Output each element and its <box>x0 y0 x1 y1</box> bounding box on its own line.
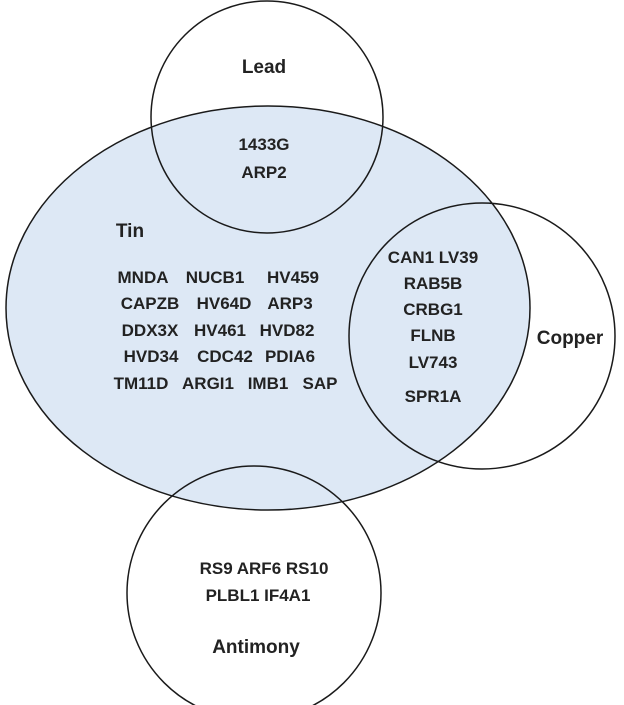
tin-copper-gene-4: FLNB <box>410 326 455 345</box>
tin-copper-gene-2: RAB5B <box>404 274 463 293</box>
copper-set-label: Copper <box>537 328 604 349</box>
antimony-set-label: Antimony <box>212 637 300 658</box>
lead-tin-gene-1: 1433G <box>238 135 289 154</box>
tin-copper-gene-3: CRBG1 <box>403 300 463 319</box>
tin-set-label: Tin <box>116 221 144 242</box>
tin-copper-gene-5: LV743 <box>409 353 458 372</box>
tin-gene: HV64D <box>197 294 252 313</box>
tin-gene: ARP3 <box>267 294 312 313</box>
tin-gene: DDX3X <box>122 321 179 340</box>
tin-gene: MNDA <box>118 268 169 287</box>
lead-set-label: Lead <box>242 57 286 78</box>
tin-gene: HV461 <box>194 321 246 340</box>
copper-set-circle <box>348 202 616 470</box>
tin-gene: CAPZB <box>121 294 180 313</box>
tin-gene: PDIA6 <box>265 347 315 366</box>
tin-gene: HVD82 <box>260 321 315 340</box>
tin-gene: TM11D <box>114 374 169 393</box>
tin-gene: HV459 <box>267 268 319 287</box>
lead-set-circle <box>150 0 384 234</box>
lead-tin-gene-2: ARP2 <box>241 163 286 182</box>
tin-copper-gene-1: CAN1 LV39 <box>388 248 478 267</box>
tin-copper-gene-6: SPR1A <box>405 387 462 406</box>
tin-gene: SAP <box>303 374 338 393</box>
tin-gene: NUCB1 <box>186 268 245 287</box>
antimony-gene-2: PLBL1 IF4A1 <box>206 586 311 605</box>
tin-gene: IMB1 <box>248 374 289 393</box>
tin-gene: CDC42 <box>197 347 253 366</box>
antimony-gene-1: RS9 ARF6 RS10 <box>200 559 329 578</box>
tin-set-ellipse <box>5 105 531 511</box>
tin-gene: ARGI1 <box>182 374 234 393</box>
antimony-set-circle <box>126 465 382 705</box>
tin-gene: HVD34 <box>124 347 179 366</box>
